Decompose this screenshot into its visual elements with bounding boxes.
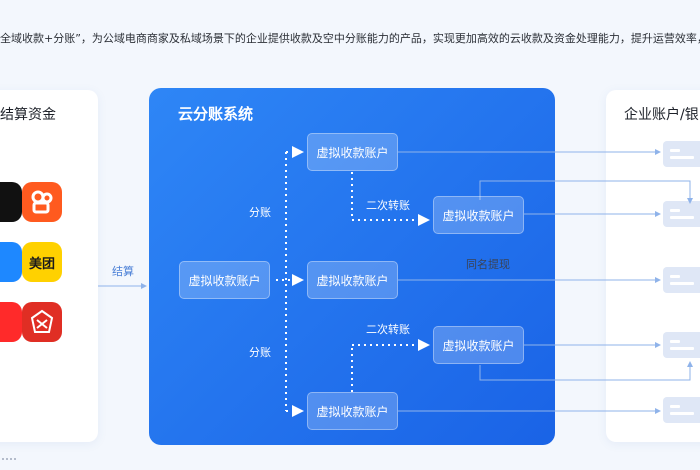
split-label-top: 分账 [249, 206, 271, 219]
transfer-label-top: 二次转账 [366, 199, 410, 212]
enterprise-account-card: 企业账户/银 [606, 90, 700, 442]
sub-virtual-account-top: 虚拟收款账户 [433, 196, 524, 234]
panel-title: 云分账系统 [178, 105, 254, 123]
split-label-bottom: 分账 [249, 346, 271, 359]
bottom-virtual-account: 虚拟收款账户 [307, 392, 398, 430]
merchant-settlement-card: 商结算资金 ) 美团 [0, 90, 98, 460]
bank-card-icon [663, 201, 700, 227]
merchant-card-title: 商结算资金 [0, 107, 56, 123]
pinduoduo-icon [22, 302, 62, 342]
bank-card-icon [663, 332, 700, 358]
meituan-icon: 美团 [22, 242, 62, 282]
red-app-icon [0, 302, 22, 342]
description-text: 全域收款+分账”，为公域电商商家及私域场景下的企业提供收款及空中分账能力的产品，… [0, 32, 700, 45]
bank-card-icon [663, 141, 700, 167]
bank-card-icon [663, 267, 700, 293]
more-dots [0, 458, 16, 460]
blue-app-icon [0, 242, 22, 282]
mid-virtual-account: 虚拟收款账户 [307, 261, 398, 299]
transfer-label-bottom: 二次转账 [366, 323, 410, 336]
root-virtual-account: 虚拟收款账户 [179, 261, 270, 299]
top-virtual-account: 虚拟收款账户 [307, 133, 398, 171]
withdraw-label: 同名提现 [466, 258, 510, 271]
withdraw-bracket-top [479, 180, 693, 204]
withdraw-bracket-bottom [479, 361, 693, 381]
kuaishou-icon [22, 182, 62, 222]
settle-label: 结算 [112, 265, 134, 278]
douyin-icon [0, 182, 22, 222]
bank-card-icon [663, 397, 700, 423]
sub-virtual-account-bottom: 虚拟收款账户 [433, 326, 524, 364]
enterprise-card-title: 企业账户/银 [624, 107, 699, 123]
